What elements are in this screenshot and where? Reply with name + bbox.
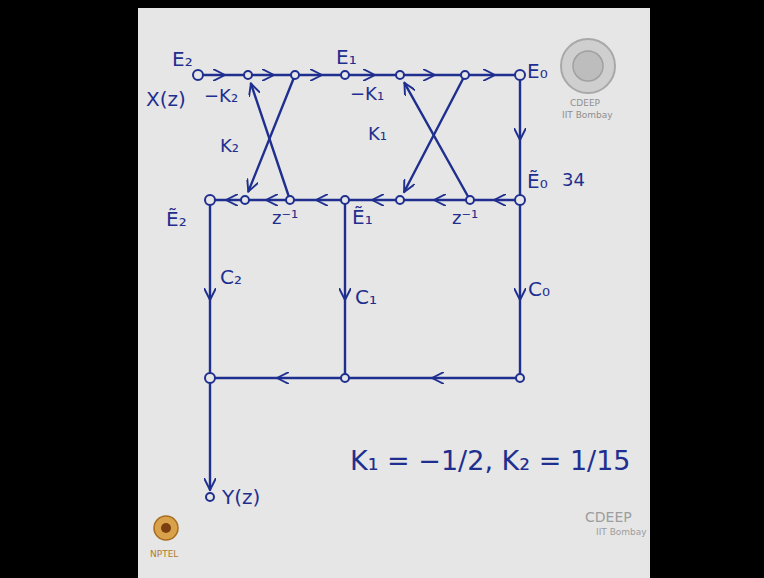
- node-dot: [396, 196, 404, 204]
- coefficient: −K₁: [350, 84, 384, 104]
- node-label: E₁: [336, 46, 357, 68]
- node-dot: [244, 71, 252, 79]
- watermark: CDEEP: [570, 99, 600, 109]
- signal-flow-graph: [198, 75, 520, 490]
- branch: [345, 74, 400, 76]
- node-dot: [205, 195, 215, 205]
- output-line: [209, 378, 211, 490]
- node-dot: [206, 493, 214, 501]
- node-label: Ẽ₁: [352, 206, 373, 228]
- input-signal: X(z): [146, 88, 186, 110]
- delay-label: z⁻¹: [272, 208, 298, 228]
- coefficient: K₁: [368, 124, 387, 144]
- branch: [465, 74, 520, 76]
- branch: [248, 74, 295, 76]
- tap-line: [344, 200, 346, 378]
- lattice-cross: [251, 84, 290, 201]
- nodes: [193, 70, 525, 501]
- watermark: IIT Bombay: [562, 111, 613, 121]
- node-label: Ẽ₀: [527, 170, 548, 192]
- paper: [138, 8, 650, 578]
- lattice-cross: [248, 75, 295, 192]
- node-label: E₂: [172, 48, 193, 70]
- branch: [198, 74, 248, 76]
- node-dot: [515, 195, 525, 205]
- node-dot: [286, 196, 294, 204]
- lattice-cross: [404, 83, 470, 200]
- equation-note: K₁ = −1/2, K₂ = 1/15: [350, 446, 631, 476]
- node-dot: [291, 71, 299, 79]
- tap-line: [519, 200, 521, 378]
- node-label: E₀: [527, 60, 548, 82]
- watermark: IIT Bombay: [596, 528, 647, 538]
- cdeep-logo: [561, 39, 615, 93]
- ladder-coefficient: C₀: [528, 278, 550, 300]
- node-dot: [341, 374, 349, 382]
- node-dot: [466, 196, 474, 204]
- output-signal: Y(z): [222, 486, 260, 508]
- branch: [345, 199, 400, 201]
- watermark: CDEEP: [585, 510, 632, 525]
- branch: [519, 75, 521, 200]
- node-label: Ẽ₂: [166, 208, 187, 230]
- logo-core: [573, 51, 603, 81]
- branch: [400, 199, 470, 201]
- ladder-coefficient: C₂: [220, 266, 242, 288]
- branch: [245, 199, 290, 201]
- node-dot: [193, 70, 203, 80]
- node-dot: [461, 71, 469, 79]
- sum-line: [210, 377, 345, 379]
- branch: [290, 199, 345, 201]
- node-dot: [515, 70, 525, 80]
- watermark: NPTEL: [150, 550, 178, 560]
- delay-label: z⁻¹: [452, 208, 478, 228]
- node-dot: [341, 71, 349, 79]
- node-dot: [341, 196, 349, 204]
- tap-line: [209, 200, 211, 378]
- logo-center: [161, 523, 171, 533]
- slide-number: 34: [562, 170, 585, 190]
- nptel-logo: [154, 516, 178, 540]
- logo-flower: [154, 516, 178, 540]
- coefficient: −K₂: [204, 86, 238, 106]
- coefficient: K₂: [220, 136, 239, 156]
- node-dot: [241, 196, 249, 204]
- logo-ring: [561, 39, 615, 93]
- branch: [295, 74, 345, 76]
- branch: [470, 199, 520, 201]
- sum-line: [345, 377, 520, 379]
- ladder-coefficient: C₁: [355, 286, 377, 308]
- node-dot: [516, 374, 524, 382]
- node-dot: [396, 71, 404, 79]
- node-dot: [205, 373, 215, 383]
- branch: [400, 74, 465, 76]
